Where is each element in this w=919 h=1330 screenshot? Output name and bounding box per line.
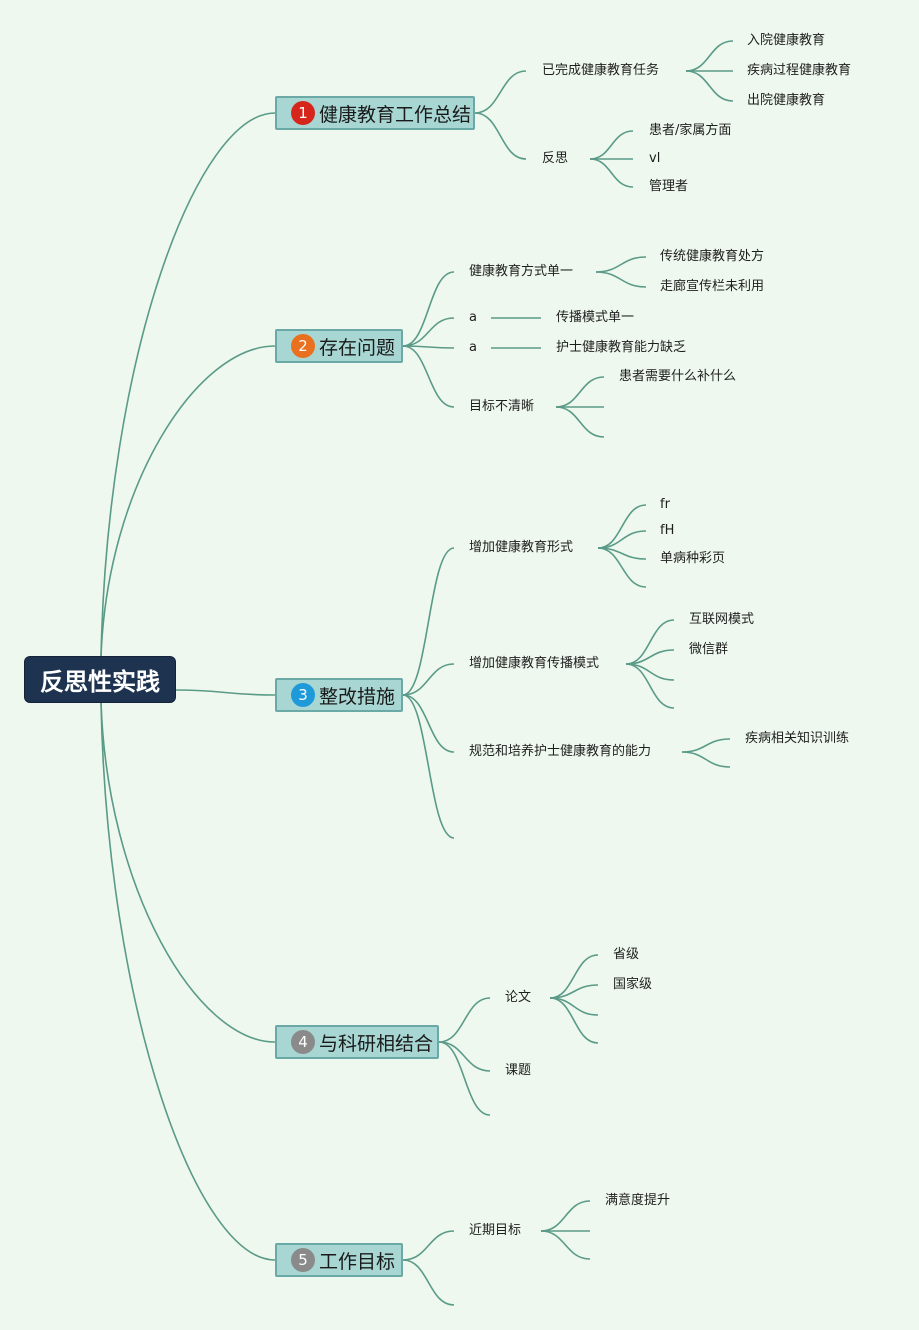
leaf-label[interactable]: 管理者	[649, 179, 689, 194]
leaf-connector	[685, 40, 734, 72]
topic-label: 整改措施	[319, 685, 396, 708]
subtopic-label[interactable]: 近期目标	[469, 1223, 522, 1238]
leaf-label[interactable]: 患者/家属方面	[649, 123, 732, 138]
number-badge-icon: 4	[291, 1030, 315, 1054]
topic-label: 工作目标	[319, 1250, 396, 1273]
leaf-label[interactable]: 省级	[613, 947, 640, 962]
leaf-connector	[681, 738, 731, 753]
leaf-connector	[540, 1230, 591, 1260]
root-connector-1	[100, 112, 276, 658]
branch-connector	[402, 1230, 455, 1261]
leaf-label[interactable]: fH	[660, 523, 675, 538]
leaf-label[interactable]: fr	[660, 497, 670, 512]
branch-connector	[402, 345, 455, 349]
subtopic-label[interactable]: a	[469, 310, 477, 325]
leaf-label[interactable]: 国家级	[613, 977, 653, 992]
leaf-label[interactable]: 护士健康教育能力缺乏	[556, 340, 687, 355]
leaf-label[interactable]: 患者需要什么补什么	[619, 369, 737, 384]
branch-connector	[402, 694, 455, 753]
subtopic-label[interactable]: 健康教育方式单一	[469, 264, 574, 279]
leaf-connector	[549, 954, 599, 999]
leaf-label[interactable]: 入院健康教育	[747, 33, 826, 48]
branch-connector	[474, 112, 527, 160]
number-badge-icon: 5	[291, 1248, 315, 1272]
leaf-label[interactable]: 满意度提升	[605, 1193, 671, 1208]
subtopic-label[interactable]: 论文	[505, 990, 532, 1005]
branch-connector	[402, 694, 455, 839]
branch-connector	[438, 1041, 491, 1072]
number-badge-icon: 1	[291, 101, 315, 125]
leaf-connector	[549, 997, 599, 1044]
root-connector-3	[174, 689, 276, 696]
leaf-label[interactable]: 微信群	[689, 642, 729, 657]
number-badge-icon: 2	[291, 334, 315, 358]
leaf-label[interactable]: 互联网模式	[689, 612, 755, 627]
leaf-label[interactable]: 传播模式单一	[556, 310, 635, 325]
subtopic-label[interactable]: 课题	[505, 1063, 532, 1078]
leaf-label[interactable]: 传统健康教育处方	[660, 249, 765, 264]
leaf-label[interactable]: 疾病过程健康教育	[747, 63, 852, 78]
subtopic-label[interactable]: 已完成健康教育任务	[542, 63, 660, 78]
leaf-connector	[555, 406, 605, 438]
leaf-connector	[625, 619, 675, 665]
leaf-connector	[595, 256, 647, 273]
branch-connector	[402, 1259, 455, 1306]
leaf-label[interactable]: 疾病相关知识训练	[745, 731, 850, 746]
leaf-connector	[597, 530, 647, 549]
leaf-label[interactable]: 走廊宣传栏未利用	[660, 279, 765, 294]
branch-connector	[402, 345, 455, 408]
leaf-connector	[685, 70, 734, 102]
leaf-connector	[589, 158, 634, 188]
branch-connector	[438, 1041, 491, 1116]
leaf-label[interactable]: 出院健康教育	[747, 93, 826, 108]
leaf-connector	[549, 997, 599, 1016]
leaf-connector	[597, 504, 647, 549]
leaf-connector	[589, 130, 634, 160]
subtopic-label[interactable]: 反思	[542, 151, 569, 166]
subtopic-label[interactable]: 规范和培养护士健康教育的能力	[469, 744, 652, 759]
subtopic-label[interactable]: 目标不清晰	[469, 399, 535, 414]
subtopic-label[interactable]: 增加健康教育形式	[469, 540, 574, 555]
branch-connector	[402, 271, 455, 347]
leaf-connector	[597, 547, 647, 588]
subtopic-label[interactable]: 增加健康教育传播模式	[469, 656, 600, 671]
subtopic-label[interactable]: a	[469, 340, 477, 355]
topic-label: 存在问题	[319, 336, 396, 359]
leaf-label[interactable]: vl	[649, 151, 661, 166]
branch-connector	[438, 997, 491, 1043]
leaf-connector	[555, 376, 605, 408]
leaf-connector	[625, 663, 675, 709]
branch-connector	[402, 547, 455, 696]
root-connector-5	[100, 701, 276, 1261]
leaf-connector	[681, 751, 731, 768]
topic-label: 健康教育工作总结	[319, 103, 472, 126]
branch-connector	[402, 663, 455, 696]
number-badge-icon: 3	[291, 683, 315, 707]
leaf-connector	[540, 1200, 591, 1232]
branch-connector	[402, 317, 455, 347]
root-connector-2	[100, 345, 276, 658]
root-node[interactable]: 反思性实践	[25, 657, 175, 702]
branch-connector	[474, 70, 527, 114]
leaf-connector	[595, 271, 647, 288]
topic-label: 与科研相结合	[319, 1032, 434, 1055]
leaf-label[interactable]: 单病种彩页	[660, 551, 726, 566]
root-connector-4	[100, 701, 276, 1043]
